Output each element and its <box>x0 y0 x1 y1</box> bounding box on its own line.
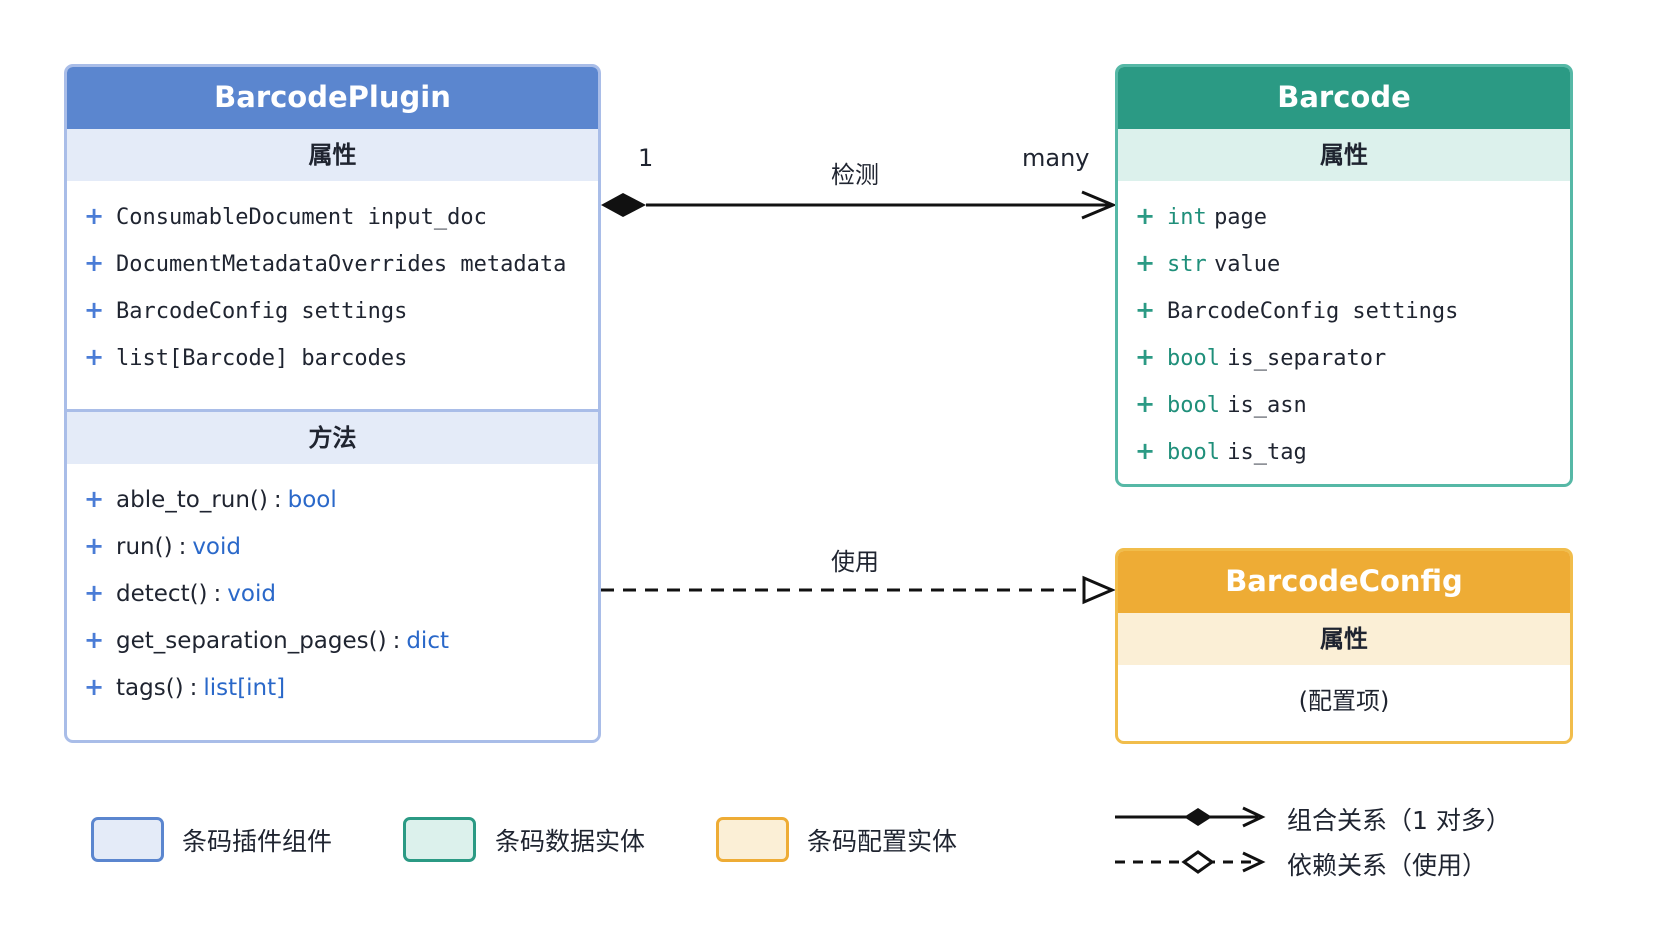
attribute-row: +int page <box>1135 202 1268 230</box>
legend-dependency-symbol <box>1115 850 1266 874</box>
method-row: +get_separation_pages():dict <box>84 626 449 654</box>
attribute-row: +bool is_asn <box>1135 390 1307 418</box>
dependency-open-arrowhead <box>1082 575 1116 605</box>
barcode-class: Barcode 属性 +int page +str value +Barcode… <box>1115 64 1573 487</box>
attribute-row: +DocumentMetadataOverrides metadata <box>84 249 567 277</box>
legend-plugin-swatch <box>91 817 164 862</box>
composition-target-multiplicity: many <box>1022 144 1090 172</box>
attribute-row: +bool is_tag <box>1135 437 1307 465</box>
attribute-row: +bool is_separator <box>1135 343 1387 371</box>
config-placeholder: (配置项) <box>1298 687 1390 715</box>
composition-source-multiplicity: 1 <box>638 144 654 172</box>
method-row: +able_to_run():bool <box>84 485 337 513</box>
attribute-row: +ConsumableDocument input_doc <box>84 202 487 230</box>
barcode-plugin-class: BarcodePlugin 属性 +ConsumableDocument inp… <box>64 64 601 743</box>
method-row: +tags():list[int] <box>84 673 286 701</box>
class-title: BarcodePlugin <box>67 67 598 129</box>
legend-config-swatch <box>716 817 789 862</box>
legend-config-label: 条码配置实体 <box>807 827 958 856</box>
composition-diamond <box>601 193 646 217</box>
attributes-list: +ConsumableDocument input_doc +DocumentM… <box>67 181 598 409</box>
method-row: +detect():void <box>84 579 276 607</box>
legend-dependency-label: 依赖关系（使用） <box>1287 851 1488 880</box>
attribute-row: +BarcodeConfig settings <box>84 296 408 324</box>
attribute-row: +BarcodeConfig settings <box>1135 296 1459 324</box>
class-title: BarcodeConfig <box>1118 551 1570 613</box>
method-row: +run():void <box>84 532 241 560</box>
methods-header: 方法 <box>67 412 598 464</box>
attribute-row: +str value <box>1135 249 1281 277</box>
composition-connector <box>601 190 1117 220</box>
legend-composition-label: 组合关系（1 对多） <box>1287 806 1511 835</box>
dependency-label: 使用 <box>831 548 879 576</box>
attributes-header: 属性 <box>1118 613 1570 665</box>
barcode-config-class: BarcodeConfig 属性 (配置项) <box>1115 548 1573 744</box>
composition-arrowhead <box>1081 190 1117 220</box>
legend-composition-symbol <box>1115 806 1266 828</box>
methods-list: +able_to_run():bool +run():void +detect(… <box>67 464 598 711</box>
attribute-row: +list[Barcode] barcodes <box>84 343 408 371</box>
attributes-header: 属性 <box>1118 129 1570 181</box>
legend-data-swatch <box>403 817 476 862</box>
legend-data-label: 条码数据实体 <box>495 827 646 856</box>
dependency-connector <box>601 575 1116 605</box>
legend-plugin-label: 条码插件组件 <box>182 827 333 856</box>
section-divider <box>67 409 598 412</box>
attributes-header: 属性 <box>67 129 598 181</box>
composition-label: 检测 <box>831 161 879 189</box>
attributes-list: +int page +str value +BarcodeConfig sett… <box>1118 181 1570 475</box>
class-title: Barcode <box>1118 67 1570 129</box>
